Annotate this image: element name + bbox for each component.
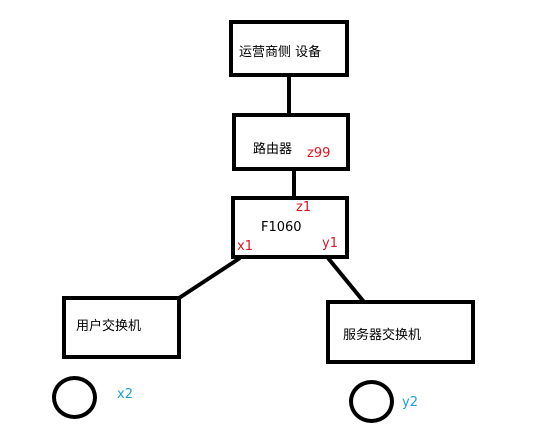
router-label: 路由器	[253, 142, 293, 157]
server-switch-node: 服务器交换机	[326, 300, 475, 364]
carrier-device-label: 运营商侧 设备	[239, 45, 322, 60]
firewall-label: F1060	[261, 220, 302, 235]
port-label-y1: y1	[322, 236, 338, 251]
endpoint-y2-circle	[349, 380, 394, 423]
port-label-z99: z99	[307, 146, 331, 161]
endpoint-label-y2: y2	[402, 395, 418, 410]
carrier-device-node: 运营商侧 设备	[229, 20, 349, 77]
user-switch-node: 用户交换机	[62, 296, 181, 359]
endpoint-x2-circle	[52, 376, 97, 419]
firewall-f1060-node: F1060	[231, 196, 349, 259]
router-node: 路由器	[232, 113, 350, 171]
link-firewall-server-switch	[326, 256, 366, 304]
endpoint-label-x2: x2	[117, 387, 133, 402]
user-switch-label: 用户交换机	[76, 319, 142, 334]
server-switch-label: 服务器交换机	[343, 328, 422, 343]
port-label-x1: x1	[237, 239, 253, 254]
port-label-z1: z1	[296, 200, 312, 215]
link-firewall-user-switch	[174, 256, 242, 302]
